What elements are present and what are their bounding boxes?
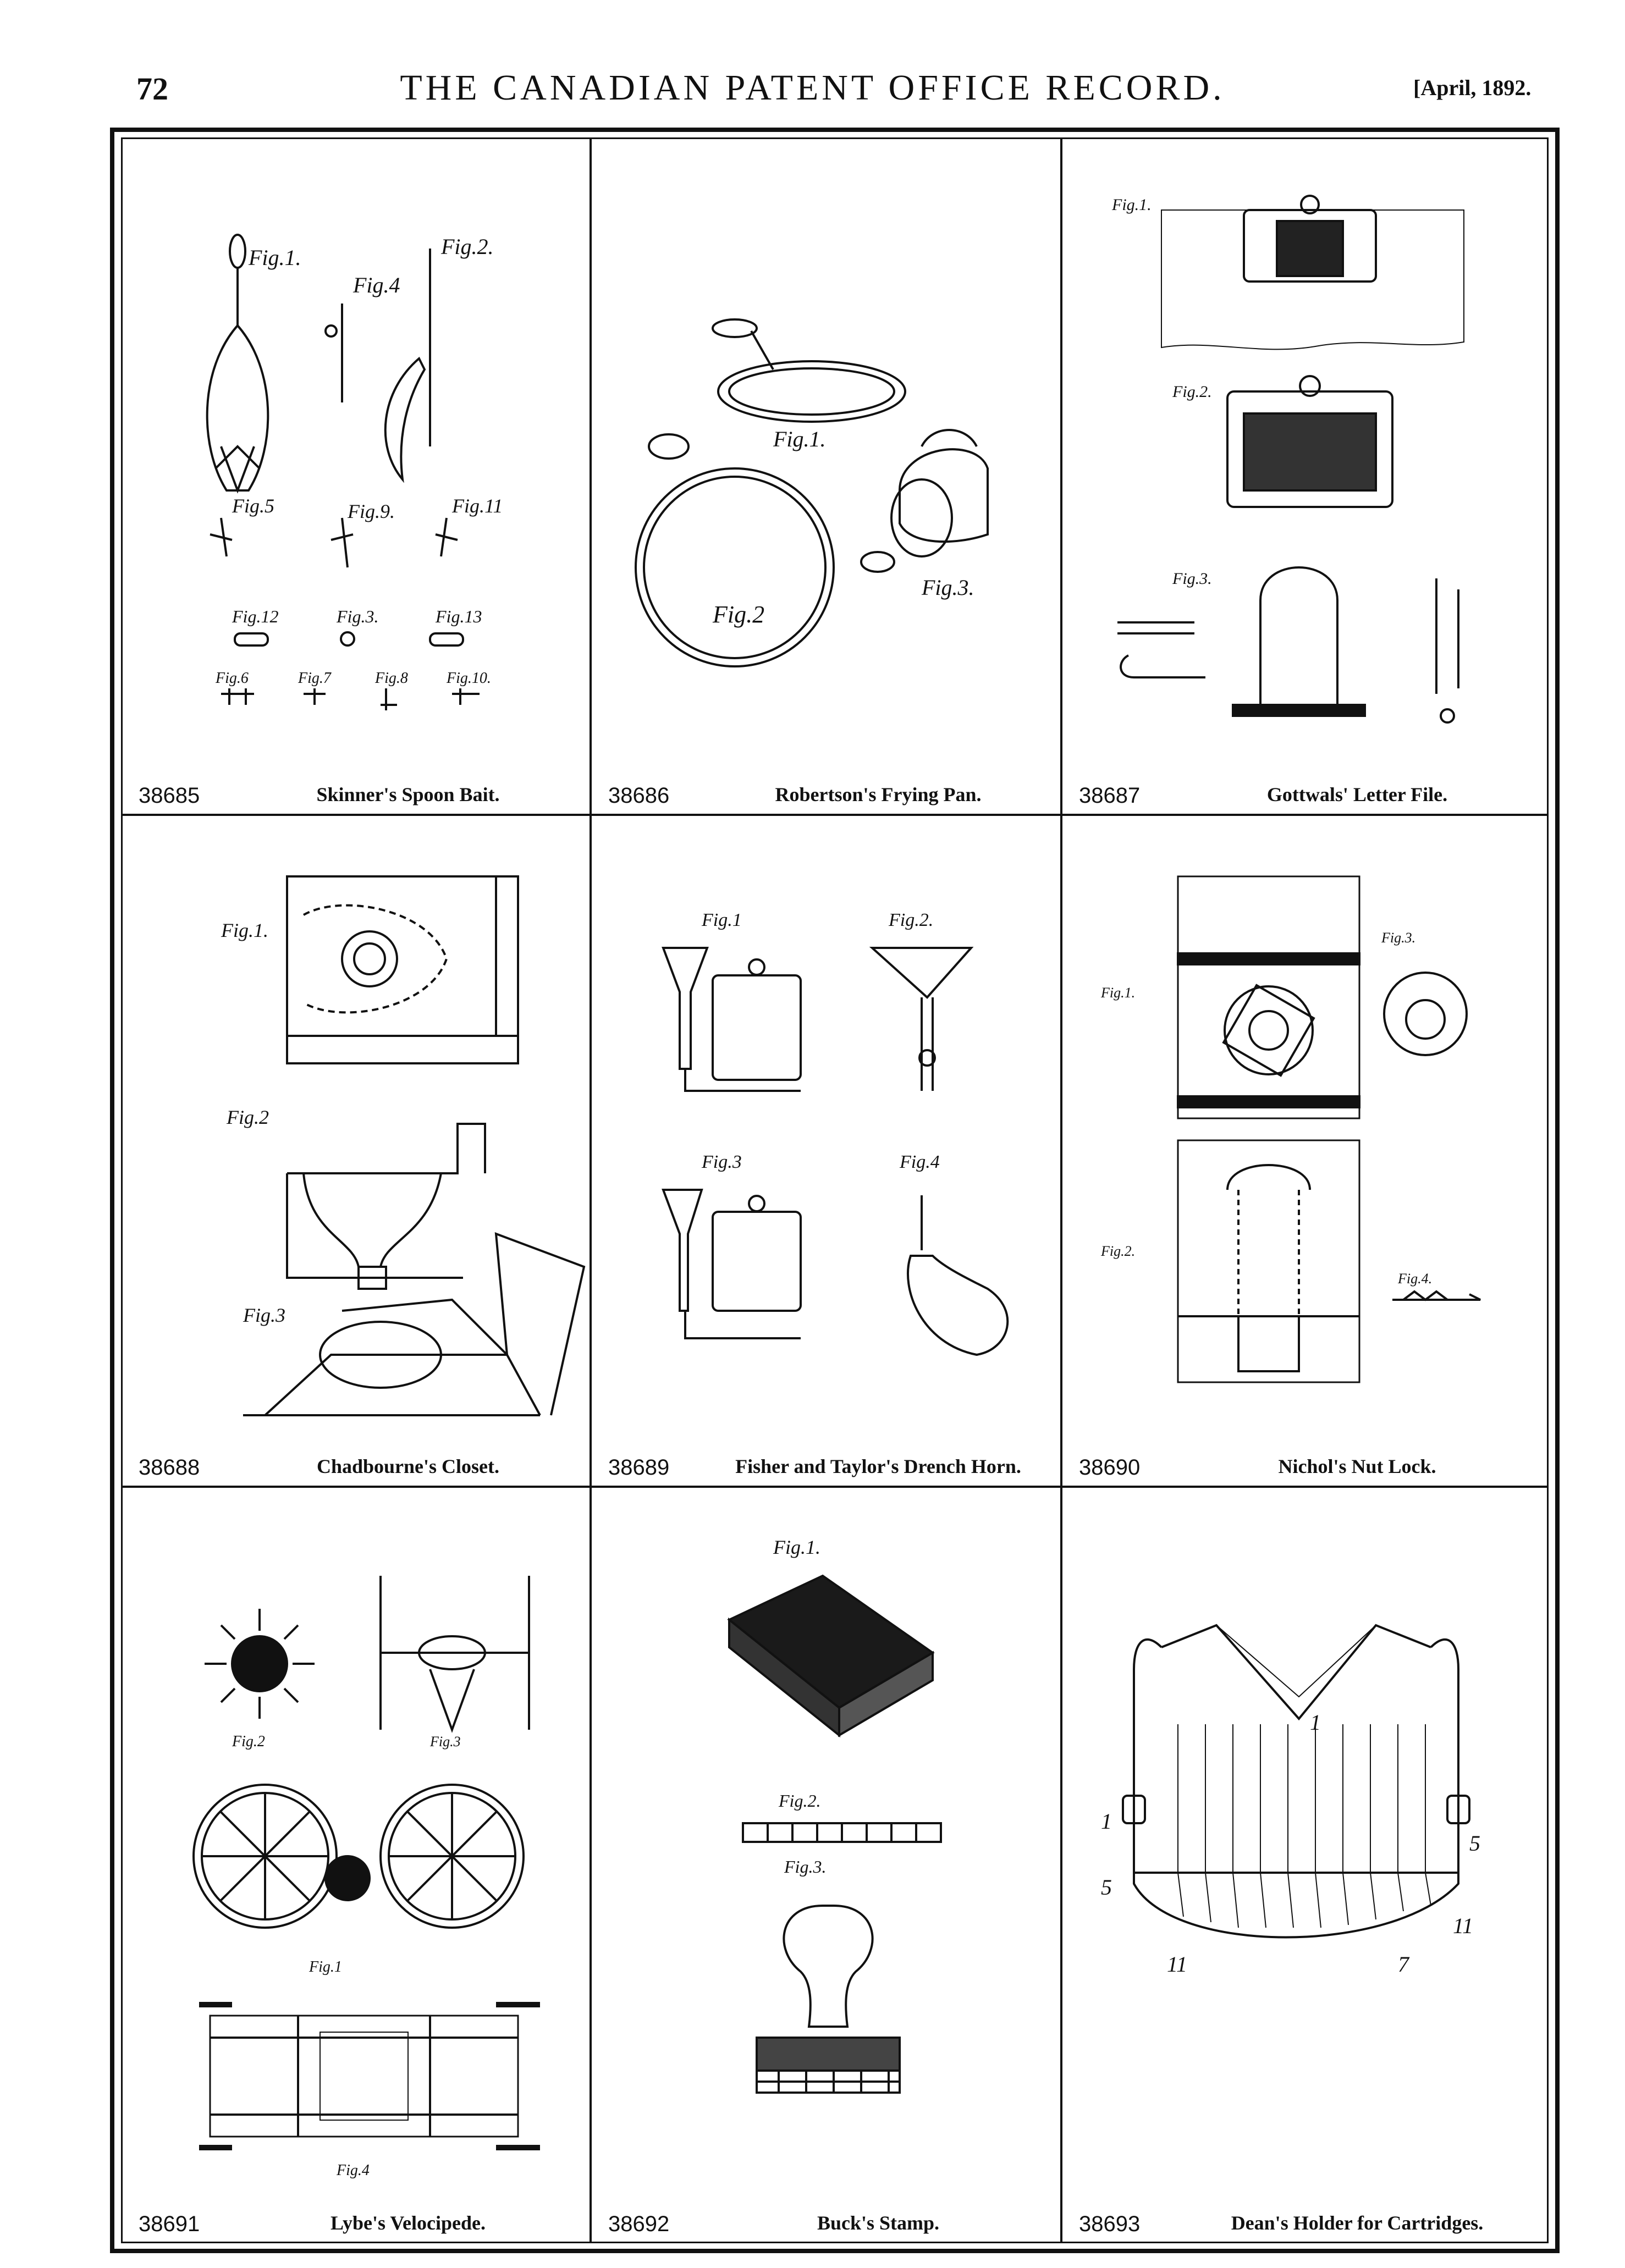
fig-label: 1 xyxy=(1101,1809,1112,1834)
patent-number: 38688 xyxy=(139,1455,200,1480)
patent-title: Buck's Stamp. xyxy=(817,2212,940,2234)
stamp-illustration: Fig.1. Fig.2. Fig.3. xyxy=(727,1536,942,2094)
fig-label: Fig.3. xyxy=(1381,930,1415,946)
letter-file-illustration: Fig.1. Fig.2. Fig.3. xyxy=(1111,195,1464,724)
fig-label: Fig.1 xyxy=(309,1958,342,1975)
fig-label: Fig.2. xyxy=(888,910,933,930)
fig-label: Fig.6 xyxy=(215,670,249,687)
patent-cell-38685: Fig.1. Fig.4 Fig.2. Fig.5 Fig.9. Fig.11 … xyxy=(122,139,590,814)
fig-label: Fig.13 xyxy=(435,606,482,626)
fig-label: Fig.8 xyxy=(374,670,408,687)
fig-label: Fig.3 xyxy=(429,1734,461,1750)
fig-label: Fig.1. xyxy=(1111,196,1152,214)
fig-label: Fig.1. xyxy=(248,245,301,270)
inner-frame xyxy=(121,137,1549,2243)
caption: 38686 Robertson's Frying Pan. xyxy=(592,770,1060,814)
fig-label: Fig.1. xyxy=(773,1536,820,1558)
fig-label: Fig.4 xyxy=(352,273,400,297)
patent-title: Robertson's Frying Pan. xyxy=(775,783,982,805)
caption: 38690 Nichol's Nut Lock. xyxy=(1062,1442,1547,1486)
fig-label: Fig.2 xyxy=(232,1733,265,1750)
caption: 38687 Gottwals' Letter File. xyxy=(1062,770,1547,814)
fig-label: Fig.3. xyxy=(921,575,974,600)
patent-cell-38692: Fig.1. Fig.2. Fig.3. 38692 Buck's Stamp. xyxy=(592,1488,1060,2242)
fig-label: Fig.4 xyxy=(899,1152,940,1172)
fig-label: Fig.2 xyxy=(712,601,764,628)
fig-label: Fig.3 xyxy=(243,1304,285,1326)
fig-label: Fig.2. xyxy=(778,1791,820,1811)
fig-label: Fig.10. xyxy=(446,670,491,687)
patent-title: Nichol's Nut Lock. xyxy=(1278,1455,1436,1477)
frying-pan-illustration: Fig.1. Fig.2 Fig.3. xyxy=(635,318,989,667)
fig-label: Fig.3. xyxy=(336,606,378,626)
row-divider xyxy=(122,814,1547,816)
fig-label: Fig.4 xyxy=(336,2162,370,2179)
patent-cell-38689: Fig.1 Fig.2. Fig.3 Fig.4 38689 Fisher an… xyxy=(592,816,1060,1486)
spoon-bait-illustration: Fig.1. Fig.4 Fig.2. Fig.5 Fig.9. Fig.11 … xyxy=(206,234,503,710)
fig-label: Fig.5 xyxy=(232,495,274,517)
fig-label: Fig.2. xyxy=(1100,1243,1135,1259)
fig-label: Fig.3. xyxy=(1172,570,1212,588)
fig-label: Fig.1. xyxy=(221,919,268,941)
journal-title: THE CANADIAN PATENT OFFICE RECORD. xyxy=(400,68,1225,108)
issue-date: [April, 1892. xyxy=(1413,75,1532,100)
patent-cell-38688: Fig.1. Fig.2 Fig.3 38688 Chadbourne's Cl… xyxy=(122,816,590,1486)
patent-cell-38691: Fig.2 Fig.3 Fig.1 Fig.4 38691 Lybe's Vel… xyxy=(122,1488,590,2242)
fig-label: Fig.7 xyxy=(298,670,332,687)
fig-label: Fig.4. xyxy=(1397,1271,1432,1287)
caption: 38692 Buck's Stamp. xyxy=(592,2198,1060,2242)
fig-label: 5 xyxy=(1469,1831,1480,1856)
outer-frame xyxy=(110,128,1560,2253)
patent-number: 38692 xyxy=(608,2212,670,2236)
caption: 38688 Chadbourne's Closet. xyxy=(122,1442,590,1486)
drench-horn-illustration: Fig.1 Fig.2. Fig.3 Fig.4 xyxy=(662,910,1009,1356)
patent-number: 38686 xyxy=(608,783,670,808)
fig-label: Fig.11 xyxy=(451,495,503,517)
caption: 38689 Fisher and Taylor's Drench Horn. xyxy=(592,1442,1060,1486)
fig-label: Fig.12 xyxy=(232,606,278,626)
patent-cell-38687: Fig.1. Fig.2. Fig.3. 38687 Gottwals' Let… xyxy=(1062,139,1547,814)
caption: 38685 Skinner's Spoon Bait. xyxy=(122,770,590,814)
fig-label: Fig.1. xyxy=(1100,985,1135,1001)
fig-label: Fig.2 xyxy=(226,1106,269,1128)
patent-number: 38693 xyxy=(1079,2212,1141,2236)
patent-title: Skinner's Spoon Bait. xyxy=(316,783,500,805)
patent-number: 38687 xyxy=(1079,783,1141,808)
page-number: 72 xyxy=(136,71,168,107)
patent-number: 38690 xyxy=(1079,1455,1141,1480)
fig-label: Fig.3. xyxy=(784,1857,826,1877)
page-header: 72 THE CANADIAN PATENT OFFICE RECORD. [A… xyxy=(0,0,1625,126)
fig-label: Fig.3 xyxy=(701,1152,742,1172)
patent-title: Dean's Holder for Cartridges. xyxy=(1231,2212,1484,2234)
patent-title: Lybe's Velocipede. xyxy=(330,2212,486,2234)
fig-label: Fig.1 xyxy=(701,910,742,930)
fig-label: 11 xyxy=(1167,1952,1187,1977)
fig-label: 7 xyxy=(1398,1952,1410,1977)
patent-title: Gottwals' Letter File. xyxy=(1266,783,1448,805)
fig-label: 11 xyxy=(1453,1913,1473,1938)
row-divider xyxy=(122,1486,1547,1488)
fig-label: Fig.9. xyxy=(347,500,395,522)
patent-cell-38690: Fig.1. Fig.3. Fig.2. Fig.4. 38690 Nichol… xyxy=(1062,816,1547,1486)
patent-number: 38691 xyxy=(139,2212,200,2236)
patent-cell-38693: 1 1 5 5 11 11 7 38693 Dean's Holder for … xyxy=(1062,1488,1547,2242)
fig-label: Fig.2. xyxy=(1172,383,1212,401)
closet-illustration: Fig.1. Fig.2 Fig.3 xyxy=(221,875,586,1416)
patent-number: 38685 xyxy=(139,783,200,808)
nut-lock-illustration: Fig.1. Fig.3. Fig.2. Fig.4. xyxy=(1100,875,1481,1383)
patent-title: Fisher and Taylor's Drench Horn. xyxy=(735,1455,1021,1477)
caption: 38691 Lybe's Velocipede. xyxy=(122,2198,590,2242)
caption: 38693 Dean's Holder for Cartridges. xyxy=(1062,2198,1547,2242)
patent-cell-38686: Fig.1. Fig.2 Fig.3. 38686 Robertson's Fr… xyxy=(592,139,1060,814)
column-divider xyxy=(1060,139,1062,2242)
patent-title: Chadbourne's Closet. xyxy=(316,1455,500,1477)
fig-label: Fig.2. xyxy=(440,234,494,259)
fig-label: 1 xyxy=(1310,1710,1321,1735)
velocipede-illustration: Fig.2 Fig.3 Fig.1 Fig.4 xyxy=(192,1576,540,2179)
patent-number: 38689 xyxy=(608,1455,670,1480)
cartridge-holder-illustration: 1 1 5 5 11 11 7 xyxy=(1101,1624,1480,1977)
fig-label: Fig.1. xyxy=(773,427,826,451)
column-divider xyxy=(590,139,592,2242)
fig-label: 5 xyxy=(1101,1875,1112,1900)
